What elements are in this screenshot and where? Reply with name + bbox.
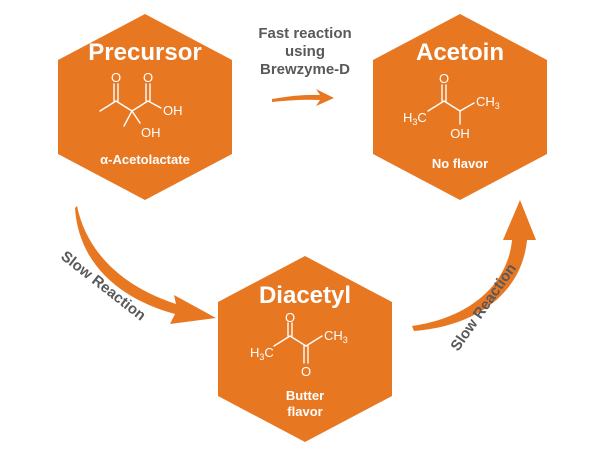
precursor-hydroxyl-oh: OH <box>141 125 161 140</box>
acetoin-title: Acetoin <box>416 39 504 66</box>
slow-reaction-arrow-right <box>412 200 536 331</box>
diacetyl-oxygen-1: O <box>285 310 295 325</box>
precursor-oxygen-1: O <box>111 70 121 85</box>
fast-reaction-line-1: Fast reaction <box>258 25 351 42</box>
diacetyl-node: Diacetyl O O H3C CH3 Butter flavor <box>218 256 392 442</box>
precursor-oxygen-2: O <box>143 70 153 85</box>
diacetyl-subtitle-line1: Butter <box>286 388 324 403</box>
precursor-acid-oh: OH <box>163 103 183 118</box>
acetoin-subtitle: No flavor <box>432 156 488 171</box>
precursor-title: Precursor <box>88 39 201 66</box>
precursor-subtitle: α-Acetolactate <box>100 152 190 167</box>
acetoin-node: Acetoin O H3C CH3 OH No flavor <box>373 14 547 200</box>
slow-reaction-arrow-left <box>75 206 216 324</box>
diacetyl-title: Diacetyl <box>259 282 351 309</box>
acetoin-ch3: CH3 <box>476 94 500 111</box>
diacetyl-structure: O O H3C CH3 <box>250 310 348 379</box>
precursor-structure: O O OH OH <box>99 70 183 140</box>
diacetyl-h3c: H3C <box>250 345 274 362</box>
fast-reaction-line-2: using <box>285 43 325 60</box>
diacetyl-hexagon <box>218 256 392 442</box>
acetoin-h3c: H3C <box>403 110 427 127</box>
acetoin-hexagon <box>373 14 547 200</box>
fast-reaction-arrow <box>272 89 334 106</box>
acetoin-oh: OH <box>450 126 470 141</box>
fast-reaction-label: Fast reaction using Brewzyme-D <box>258 25 351 78</box>
acetoin-oxygen: O <box>439 71 449 86</box>
slow-reaction-label-right: Slow Reaction <box>447 261 520 355</box>
diacetyl-ch3: CH3 <box>324 328 348 345</box>
fast-reaction-line-3: Brewzyme-D <box>260 61 350 78</box>
precursor-hexagon <box>58 14 232 200</box>
precursor-node: Precursor O O OH OH α-Acetolactate <box>58 14 232 200</box>
diacetyl-subtitle-line2: flavor <box>287 404 322 419</box>
diacetyl-oxygen-2: O <box>301 364 311 379</box>
acetoin-structure: O H3C CH3 OH <box>403 71 500 141</box>
